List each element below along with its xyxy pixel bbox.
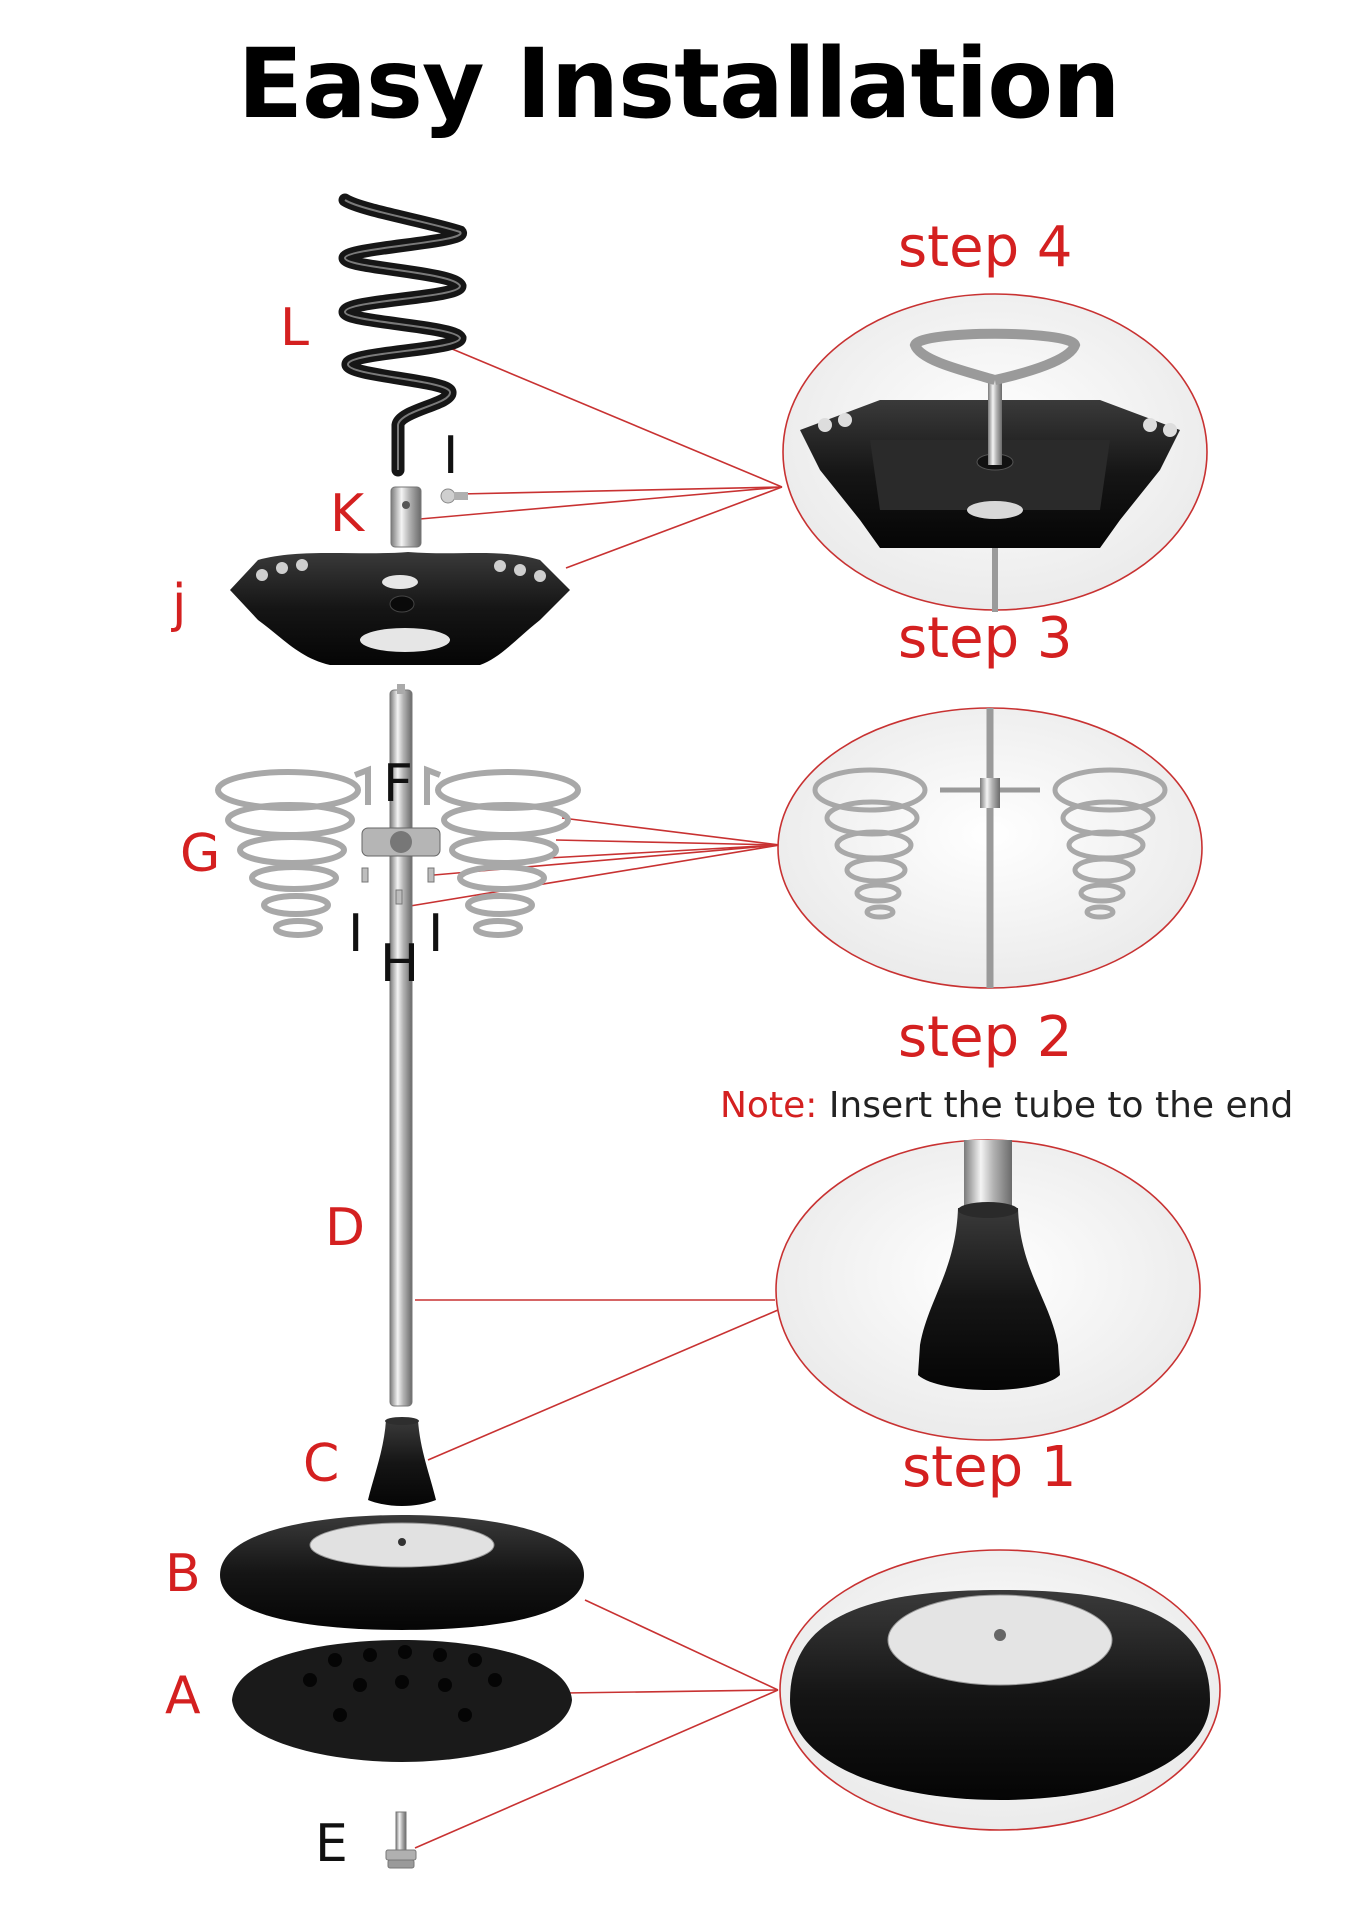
- detail-step-3: [777, 707, 1203, 989]
- part-i-clamp-screws: [361, 867, 435, 905]
- callout-line-e: [414, 1689, 779, 1849]
- part-c-socket: [368, 1417, 436, 1506]
- callout-line-b: [584, 1599, 779, 1691]
- callout-line-j: [565, 486, 783, 569]
- note: Note: Insert the tube to the end: [720, 1085, 1293, 1126]
- callout-line-g2: [555, 839, 781, 846]
- part-label-e: E: [315, 1814, 348, 1874]
- detail-step-2: [775, 1139, 1201, 1441]
- part-l-spiral-highlight: [343, 199, 462, 470]
- part-label-k: K: [330, 484, 365, 544]
- part-label-d: D: [325, 1198, 366, 1258]
- detail-step-1: [779, 1549, 1221, 1831]
- callout-line-l: [444, 345, 783, 488]
- part-label-h: H: [380, 934, 420, 994]
- detail-step-4: [782, 293, 1208, 612]
- note-text: Insert the tube to the end: [828, 1085, 1294, 1126]
- part-label-i-right: I: [428, 904, 444, 964]
- callout-line-g1: [561, 817, 781, 846]
- part-a-base-weight: [232, 1640, 572, 1762]
- part-label-f: F: [383, 754, 413, 814]
- callout-line-c: [427, 1309, 779, 1461]
- callout-line-k: [419, 486, 783, 520]
- part-b-base-cover: [220, 1515, 584, 1630]
- callout-line-i-top: [459, 486, 783, 495]
- part-d-pole: [389, 684, 413, 1407]
- part-label-i-top: I: [443, 426, 459, 486]
- part-k-connector: [390, 486, 422, 548]
- callout-line-g3: [547, 844, 781, 859]
- part-label-l: L: [280, 298, 309, 358]
- step-2-label: step 2: [898, 1005, 1073, 1070]
- part-e-bolt: [385, 1811, 417, 1869]
- part-label-j: j: [172, 574, 187, 634]
- page-title: Easy Installation: [237, 28, 1120, 140]
- part-f-clamp: [361, 827, 441, 857]
- part-label-b: B: [165, 1544, 201, 1604]
- part-j-tray: [230, 552, 570, 665]
- callout-line-a: [564, 1689, 779, 1694]
- part-label-c: C: [303, 1434, 340, 1494]
- part-label-a: A: [165, 1666, 201, 1726]
- part-label-g: G: [180, 824, 221, 884]
- note-label: Note:: [720, 1085, 818, 1126]
- step-4-label: step 4: [898, 215, 1073, 280]
- step-1-label: step 1: [902, 1435, 1077, 1500]
- callout-lines: [403, 345, 783, 1849]
- part-label-i-left: I: [348, 904, 364, 964]
- callout-line-g5: [403, 844, 781, 908]
- part-i-top-screw: [440, 488, 468, 504]
- part-g-holders: [215, 765, 581, 938]
- step-3-label: step 3: [898, 606, 1073, 671]
